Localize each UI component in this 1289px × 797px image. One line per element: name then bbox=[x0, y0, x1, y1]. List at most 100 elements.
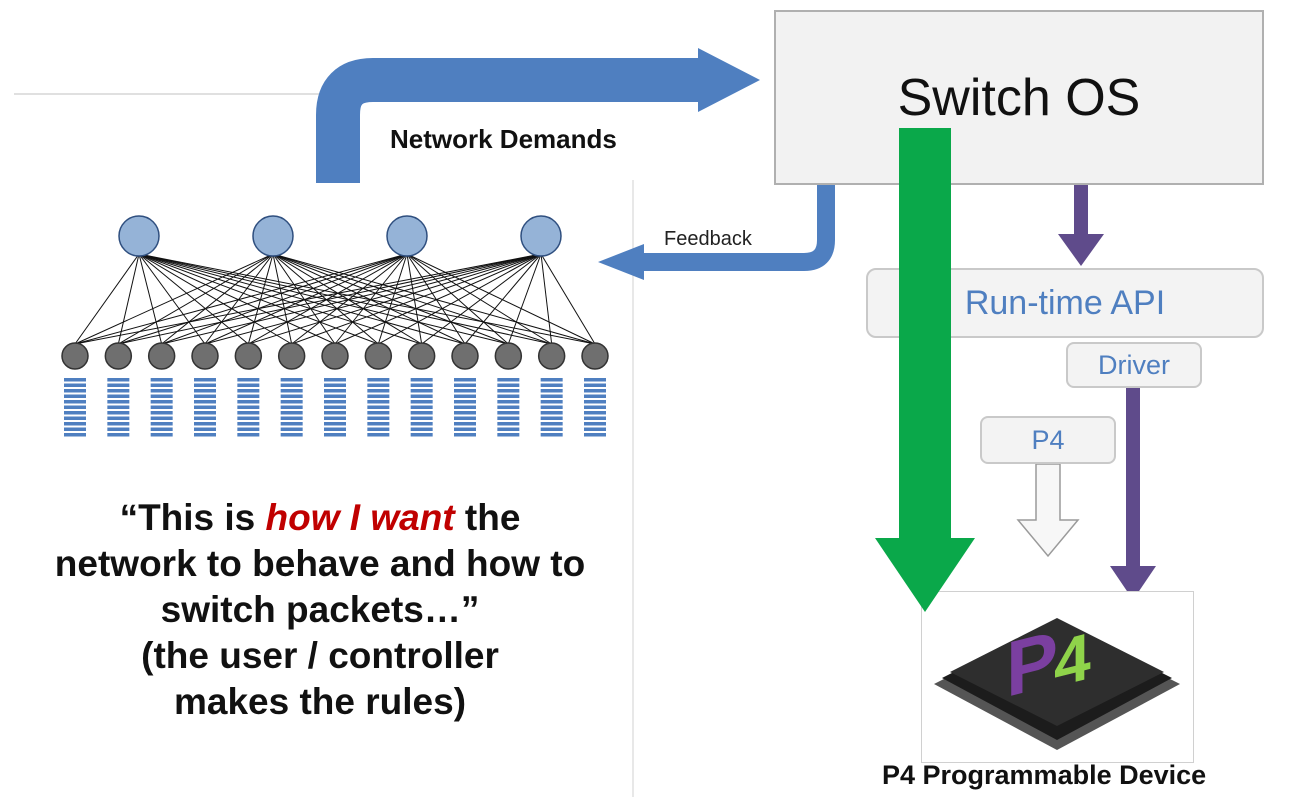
quote-line-2: network to behave and how to bbox=[54, 543, 586, 584]
p4-compile-arrow bbox=[1016, 463, 1080, 558]
queue-slot bbox=[280, 416, 303, 420]
network-edge bbox=[406, 253, 552, 345]
queue-slot bbox=[410, 383, 433, 387]
network-edge bbox=[272, 253, 379, 345]
queue-slot bbox=[497, 400, 520, 404]
queue-slot bbox=[64, 389, 86, 393]
queue-slot bbox=[540, 422, 563, 426]
queue-slot bbox=[237, 427, 260, 431]
queue-slot bbox=[540, 427, 563, 431]
queue-slot bbox=[324, 405, 346, 409]
queue-slot bbox=[194, 389, 216, 393]
leaf-node bbox=[581, 342, 609, 370]
queue-slot bbox=[584, 394, 606, 398]
queue-slot bbox=[237, 416, 260, 420]
network-edge bbox=[138, 253, 509, 345]
queue-slot bbox=[367, 416, 390, 420]
queue-slot bbox=[280, 400, 303, 404]
network-edge bbox=[421, 253, 542, 345]
driver-to-device-arrow bbox=[1110, 388, 1156, 600]
leaf-node bbox=[234, 342, 263, 370]
network-edge bbox=[406, 253, 466, 345]
network-edge bbox=[377, 253, 408, 345]
network-edge bbox=[272, 253, 509, 345]
queue-slot bbox=[584, 422, 606, 426]
queue-slot bbox=[367, 422, 390, 426]
p4-logo-p: P bbox=[1006, 613, 1058, 714]
spine-node bbox=[386, 215, 428, 257]
quote-line-3: switch packets…” bbox=[160, 589, 480, 630]
network-edge bbox=[378, 253, 542, 345]
queue-slot bbox=[497, 383, 520, 387]
network-edge bbox=[138, 253, 466, 345]
queue-slot bbox=[324, 394, 346, 398]
queue-slot bbox=[64, 378, 86, 382]
runtime-api-box: Run-time API bbox=[866, 268, 1264, 338]
queue-slot bbox=[454, 405, 476, 409]
queue-slot bbox=[280, 422, 303, 426]
network-edge bbox=[74, 253, 408, 345]
network-edge bbox=[272, 253, 552, 345]
queue-slot bbox=[150, 394, 173, 398]
queue-slot bbox=[497, 394, 520, 398]
queue-slot bbox=[237, 394, 260, 398]
leaf-node bbox=[364, 342, 393, 370]
network-edge bbox=[540, 253, 596, 345]
queue-slot bbox=[454, 383, 476, 387]
network-edge bbox=[138, 253, 596, 345]
queue-slot bbox=[64, 383, 86, 387]
queue-slot bbox=[194, 422, 216, 426]
network-edge bbox=[272, 253, 466, 345]
runtime-api-label: Run-time API bbox=[964, 283, 1166, 322]
network-edge bbox=[507, 253, 542, 345]
quote-emphasis: how I want bbox=[265, 497, 455, 538]
network-edge bbox=[204, 253, 542, 345]
queue-slot bbox=[194, 416, 216, 420]
queue-slot bbox=[584, 405, 606, 409]
queue-slot bbox=[237, 383, 260, 387]
network-edges bbox=[74, 253, 596, 345]
queue-slot bbox=[584, 378, 606, 382]
network-edge bbox=[161, 253, 542, 345]
queue-slot bbox=[324, 411, 346, 415]
network-edge bbox=[117, 253, 140, 345]
spine-nodes bbox=[118, 215, 562, 257]
queue-slot bbox=[64, 433, 86, 437]
network-edge bbox=[540, 253, 553, 345]
queue-slot bbox=[280, 433, 303, 437]
queue-slot bbox=[367, 427, 390, 431]
queue-slot bbox=[410, 427, 433, 431]
queue-slot bbox=[540, 378, 563, 382]
queue-slot bbox=[324, 389, 346, 393]
queue-slot bbox=[237, 389, 260, 393]
queue-slot bbox=[454, 427, 476, 431]
quote-line-1: “This is how I want the bbox=[0, 495, 640, 541]
leaf-node bbox=[537, 342, 566, 370]
queue-slot bbox=[410, 389, 433, 393]
network-edge bbox=[118, 253, 408, 345]
spine-node bbox=[252, 215, 294, 257]
queue-slot bbox=[280, 383, 303, 387]
queue-slot bbox=[324, 400, 346, 404]
queue-slot bbox=[454, 394, 476, 398]
network-edge bbox=[138, 253, 249, 345]
network-edge bbox=[138, 253, 292, 345]
network-edge bbox=[138, 253, 336, 345]
queue-slot bbox=[540, 389, 563, 393]
queue-slot bbox=[107, 433, 130, 437]
os-to-runtime-arrow bbox=[1058, 185, 1104, 266]
queue-slot bbox=[280, 389, 303, 393]
quote-line-4: (the user / controller bbox=[141, 635, 499, 676]
queue-slot bbox=[280, 378, 303, 382]
network-edge bbox=[74, 253, 542, 345]
queue-slot bbox=[107, 400, 130, 404]
network-edge bbox=[291, 253, 542, 345]
p4-logo-4: 4 bbox=[1054, 619, 1091, 702]
queue-slot bbox=[410, 422, 433, 426]
network-edge bbox=[74, 253, 274, 345]
queue-slot bbox=[150, 411, 173, 415]
queue-slot bbox=[540, 433, 563, 437]
queue-slot bbox=[584, 433, 606, 437]
queue-slot bbox=[497, 378, 520, 382]
